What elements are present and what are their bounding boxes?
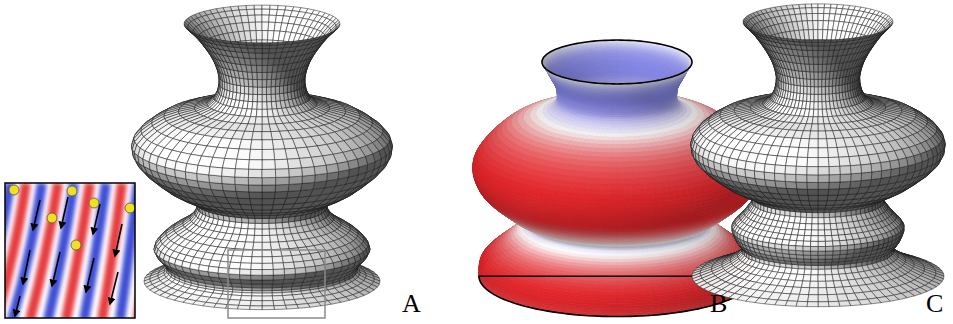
surface-patch bbox=[248, 223, 255, 229]
surface-patch bbox=[248, 218, 255, 223]
surface-patch bbox=[262, 22, 269, 30]
surface-patch bbox=[254, 9, 262, 15]
surface-patch bbox=[235, 222, 242, 228]
surface-patch bbox=[246, 5, 254, 9]
surface-patch bbox=[276, 228, 284, 235]
surface-patch bbox=[282, 222, 289, 228]
surface-patch bbox=[269, 9, 277, 15]
surface-patch bbox=[275, 223, 282, 229]
surface-patch bbox=[238, 6, 247, 10]
mesh-surface bbox=[132, 5, 393, 310]
surface-patch bbox=[255, 223, 262, 229]
surface-patch bbox=[223, 81, 225, 89]
surface-patch bbox=[269, 223, 276, 229]
surface-patch bbox=[262, 5, 270, 9]
surface-patch bbox=[262, 15, 269, 22]
surface-patch bbox=[269, 218, 276, 223]
surface-patch bbox=[242, 218, 249, 223]
surface-patch bbox=[262, 30, 268, 40]
surface-patch bbox=[277, 6, 286, 10]
surface-patch bbox=[294, 83, 297, 91]
surface-patch bbox=[227, 83, 230, 91]
surface-patch bbox=[255, 22, 262, 30]
surface-patch bbox=[235, 217, 242, 222]
surface-patch bbox=[262, 9, 270, 15]
surface-patch bbox=[262, 223, 269, 229]
surface-patch bbox=[240, 228, 248, 235]
surface-patch bbox=[282, 217, 289, 222]
surface-patch bbox=[247, 9, 255, 15]
surface-patch bbox=[270, 5, 278, 9]
surface-patch bbox=[225, 82, 227, 90]
surface-patch bbox=[299, 81, 301, 89]
surface-patch bbox=[275, 218, 282, 223]
surface-patch bbox=[241, 223, 248, 229]
surface-patch bbox=[255, 15, 262, 22]
surface-patch bbox=[230, 84, 233, 92]
surface-patch bbox=[256, 30, 262, 40]
surface-patch bbox=[297, 82, 299, 90]
surface-patch bbox=[254, 5, 262, 9]
surface-patch bbox=[291, 84, 294, 92]
